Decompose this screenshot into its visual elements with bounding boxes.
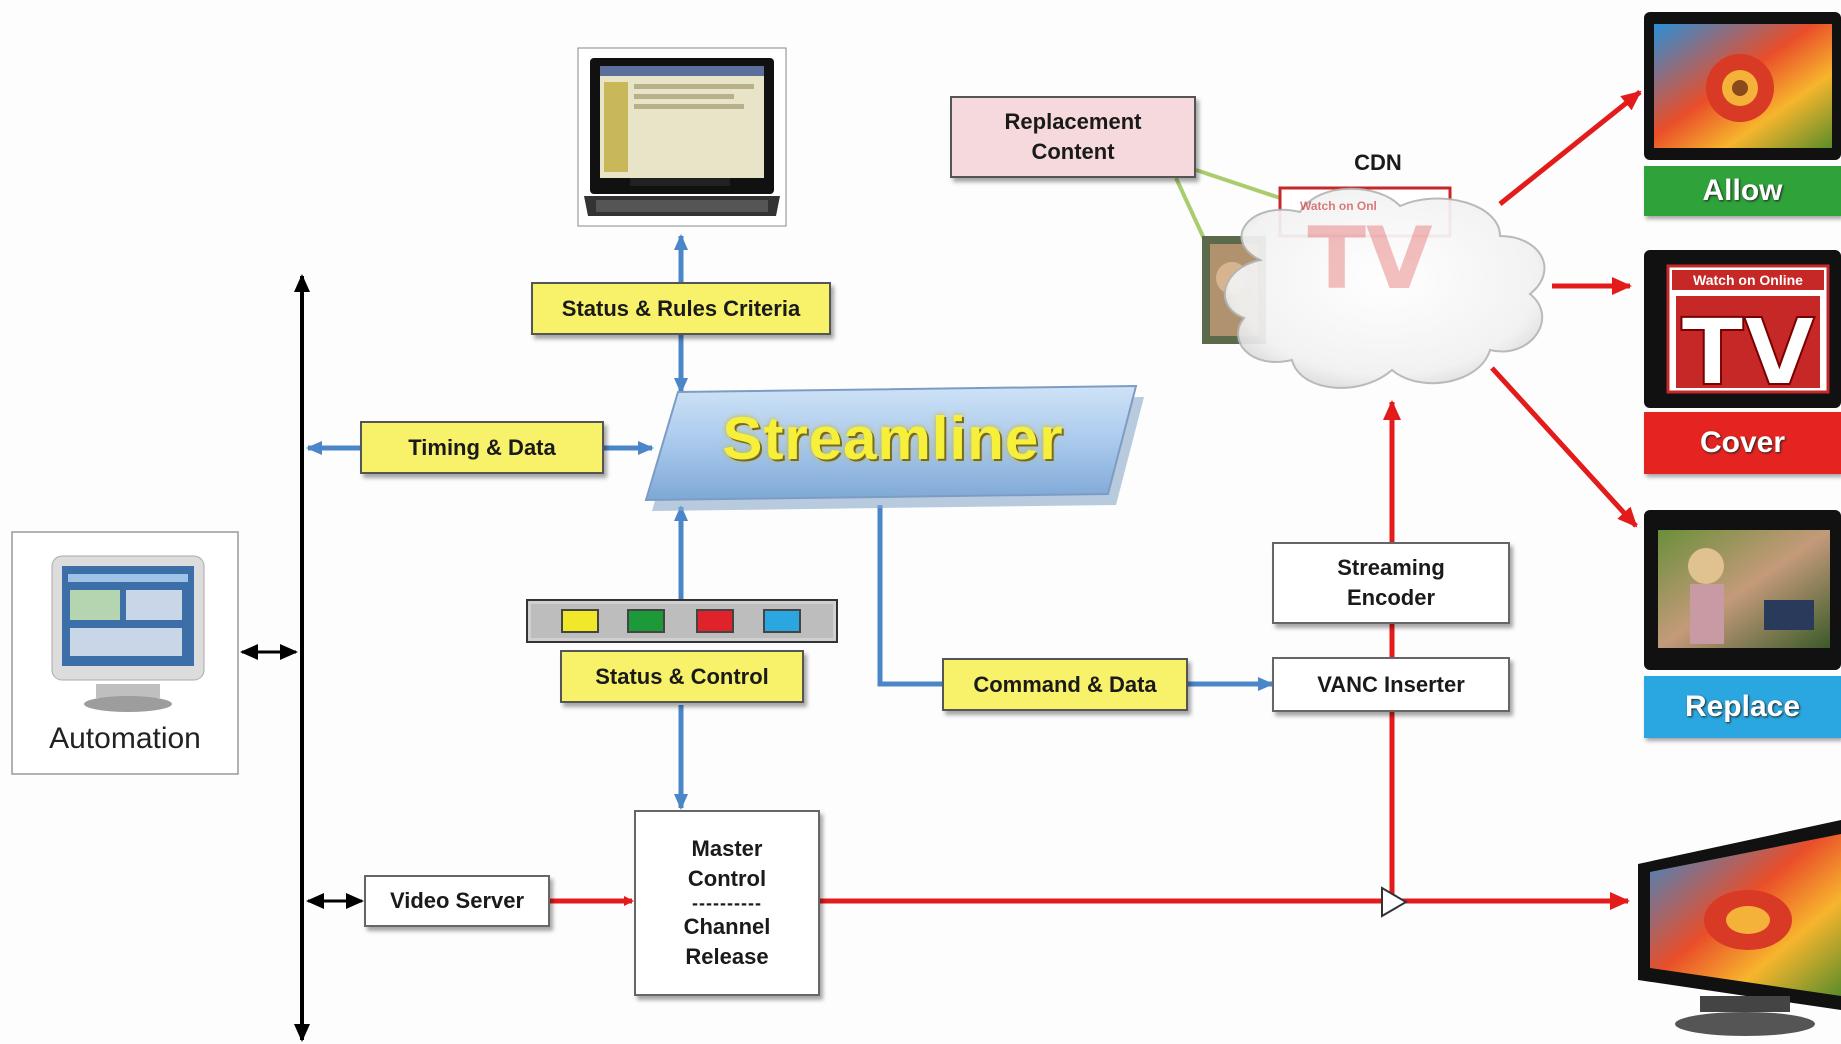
command-data-text: Command & Data <box>973 671 1157 697</box>
workstation-monitor <box>577 47 787 227</box>
channel-release-line1: Channel <box>683 914 771 939</box>
timing-data-text: Timing & Data <box>408 434 556 460</box>
allow-screen <box>1644 12 1841 160</box>
replace-screen <box>1644 510 1841 670</box>
allow-label: Allow <box>1644 166 1841 216</box>
status-light-red <box>696 609 734 633</box>
cdn-to-replace <box>1490 366 1638 528</box>
replacement-content-box: Replacement Content <box>950 96 1196 178</box>
cover-text: Cover <box>1699 426 1786 459</box>
cdn-cloud: TV Watch on Onl <box>1202 186 1546 389</box>
master-divider: ---------- <box>692 893 762 913</box>
automation-label: Automation <box>49 722 201 755</box>
allow-text: Allow <box>1702 174 1783 207</box>
streaming-encoder-box: Streaming Encoder <box>1272 542 1510 624</box>
replacement-line2: Content <box>1031 139 1115 164</box>
status-light-green <box>627 609 665 633</box>
status-rules-criteria-text: Status & Rules Criteria <box>561 295 801 321</box>
master-control-box: Master Control ---------- Channel Releas… <box>634 810 820 996</box>
status-light-blue <box>763 609 801 633</box>
cdn-label: CDN <box>1354 150 1402 175</box>
status-rules-criteria-label: Status & Rules Criteria <box>531 282 831 335</box>
replace-text: Replace <box>1684 690 1801 723</box>
vanc-inserter-text: VANC Inserter <box>1317 671 1465 697</box>
automation-workstation <box>11 531 239 775</box>
streaming-encoder-line2: Encoder <box>1346 585 1436 610</box>
cover-logo-text: TV <box>1681 299 1815 406</box>
cover-screen: Watch on Online TV <box>1644 250 1841 408</box>
command-data-label: Command & Data <box>942 658 1188 711</box>
status-control-text: Status & Control <box>595 663 769 689</box>
replacement-line1: Replacement <box>1004 109 1142 134</box>
channel-release-line2: Release <box>685 944 769 969</box>
video-server-text: Video Server <box>389 888 525 913</box>
streamliner-title: Streamliner <box>722 405 1064 472</box>
video-server-box: Video Server <box>364 875 550 927</box>
command-line <box>877 505 942 687</box>
cdn-banner-text: Watch on Onl <box>1300 199 1377 213</box>
cover-label: Cover <box>1644 412 1841 474</box>
streaming-encoder-line1: Streaming <box>1337 555 1445 580</box>
master-control-line1: Master <box>691 836 763 861</box>
master-control-line2: Control <box>687 866 767 891</box>
replace-label: Replace <box>1644 676 1841 738</box>
cdn-to-allow <box>1498 90 1642 206</box>
vanc-inserter-box: VANC Inserter <box>1272 657 1510 712</box>
status-control-label: Status & Control <box>560 650 804 703</box>
replacement-link-a <box>1195 168 1281 200</box>
broadcast-display <box>1638 820 1841 1036</box>
timing-data-label: Timing & Data <box>360 421 604 474</box>
status-light-yellow <box>561 609 599 633</box>
svg-text:TV: TV <box>1307 209 1433 309</box>
cover-banner-text: Watch on Online <box>1693 272 1803 288</box>
streamliner-banner <box>644 384 1144 511</box>
splitter-triangle <box>1381 886 1408 918</box>
